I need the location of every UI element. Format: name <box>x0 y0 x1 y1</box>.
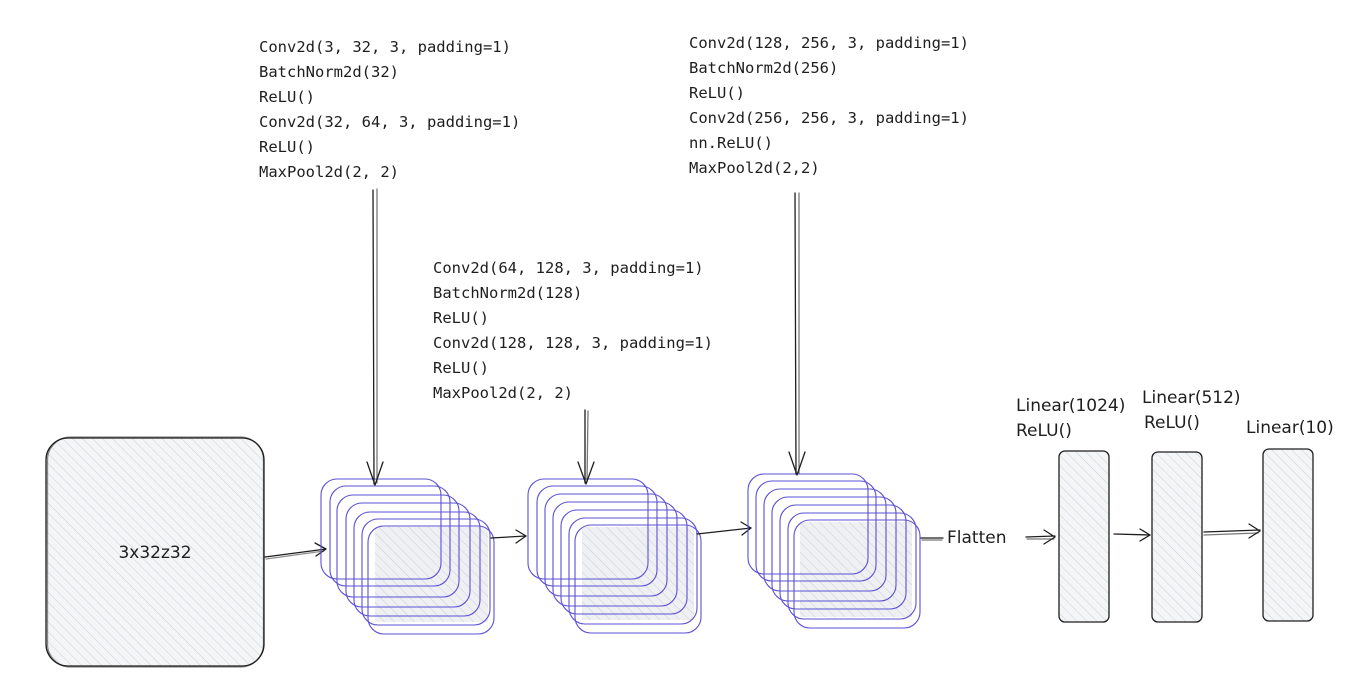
conv-block-3-layer-5: nn.ReLU() <box>689 134 773 152</box>
conv-block-2-layer-1: Conv2d(64, 128, 3, padding=1) <box>433 259 704 277</box>
conv-block-1-layers: Conv2d(3, 32, 3, padding=1) BatchNorm2d(… <box>259 38 520 181</box>
dense-layer-2-label-2: ReLU() <box>1144 413 1200 433</box>
dense-layer-1-label-1: Linear(1024) <box>1016 396 1125 416</box>
dense-layer-3: Linear(10) <box>1246 418 1334 622</box>
conv-block-2-layer-3: ReLU() <box>433 309 489 327</box>
arrow-dense1-to-dense2 <box>1113 528 1151 542</box>
conv-block-2-pointer-arrow <box>577 409 595 485</box>
dense-layer-2-label-1: Linear(512) <box>1142 388 1241 408</box>
conv-block-1-layer-3: ReLU() <box>259 88 315 106</box>
conv-block-1-feature-maps <box>320 478 495 635</box>
arrow-block2-to-block3 <box>696 521 752 536</box>
dense-layer-2: Linear(512) ReLU() <box>1142 388 1241 623</box>
conv-block-3-layer-3: ReLU() <box>689 84 745 102</box>
conv-block-3-layer-2: BatchNorm2d(256) <box>689 59 838 77</box>
conv-block-1-layer-4: Conv2d(32, 64, 3, padding=1) <box>259 113 520 131</box>
conv-block-1-layer-5: ReLU() <box>259 138 315 156</box>
conv-block-3-layer-4: Conv2d(256, 256, 3, padding=1) <box>689 109 969 127</box>
conv-block-3-pointer-arrow <box>788 192 806 476</box>
dense-layer-1: Linear(1024) ReLU() <box>1016 396 1125 623</box>
conv-block-3: Conv2d(128, 256, 3, padding=1) BatchNorm… <box>689 34 969 629</box>
conv-block-2: Conv2d(64, 128, 3, padding=1) BatchNorm2… <box>433 259 713 634</box>
conv-block-1-layer-2: BatchNorm2d(32) <box>259 63 399 81</box>
conv-block-1-layer-6: MaxPool2d(2, 2) <box>259 163 399 181</box>
flatten-step: Flatten <box>920 528 1056 548</box>
conv-block-2-feature-maps <box>527 478 702 634</box>
conv-block-1-layer-1: Conv2d(3, 32, 3, padding=1) <box>259 38 511 56</box>
arrow-block1-to-block2 <box>490 529 527 544</box>
conv-block-3-feature-maps <box>747 473 921 629</box>
arrow-input-to-block1 <box>264 542 327 560</box>
dense-layer-1-label-2: ReLU() <box>1016 421 1072 441</box>
conv-block-2-layer-2: BatchNorm2d(128) <box>433 284 582 302</box>
input-label: 3x32z32 <box>118 543 191 563</box>
conv-block-2-layer-5: ReLU() <box>433 359 489 377</box>
conv-block-1: Conv2d(3, 32, 3, padding=1) BatchNorm2d(… <box>259 38 520 635</box>
input-tensor: 3x32z32 <box>45 436 265 668</box>
conv-block-2-layers: Conv2d(64, 128, 3, padding=1) BatchNorm2… <box>433 259 713 402</box>
conv-block-2-layer-4: Conv2d(128, 128, 3, padding=1) <box>433 334 713 352</box>
conv-block-2-layer-6: MaxPool2d(2, 2) <box>433 384 573 402</box>
conv-block-3-layer-6: MaxPool2d(2,2) <box>689 159 820 177</box>
conv-block-3-layer-1: Conv2d(128, 256, 3, padding=1) <box>689 34 969 52</box>
dense-layer-3-label-1: Linear(10) <box>1246 418 1334 438</box>
arrow-dense2-to-dense3 <box>1203 523 1261 539</box>
conv-block-3-layers: Conv2d(128, 256, 3, padding=1) BatchNorm… <box>689 34 969 177</box>
flatten-label: Flatten <box>947 528 1006 548</box>
conv-block-1-pointer-arrow <box>366 188 384 486</box>
